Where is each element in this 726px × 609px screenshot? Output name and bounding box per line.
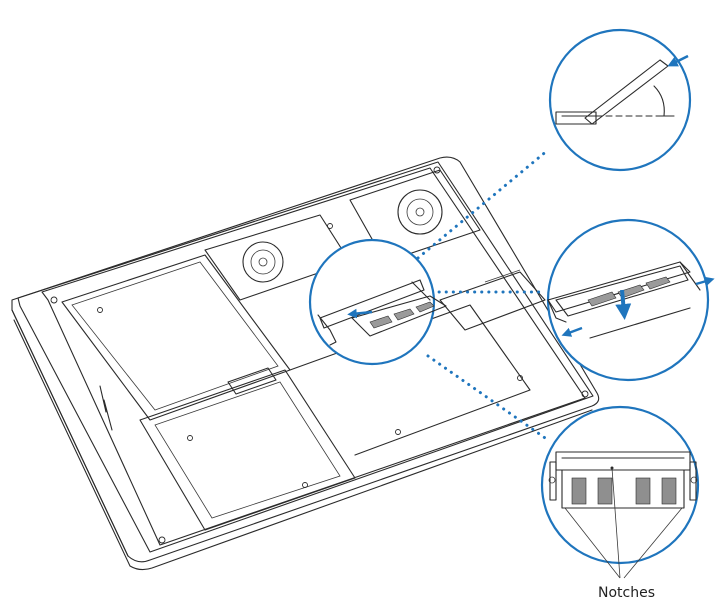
notches-label: Notches (598, 585, 656, 601)
callout-connectors (416, 148, 550, 442)
laptop-bottom-case (11, 156, 600, 571)
callout-press-down (546, 218, 715, 382)
callout-angle-insert (548, 28, 692, 172)
callout-center-slot (308, 238, 447, 366)
callout-notches (540, 405, 700, 579)
